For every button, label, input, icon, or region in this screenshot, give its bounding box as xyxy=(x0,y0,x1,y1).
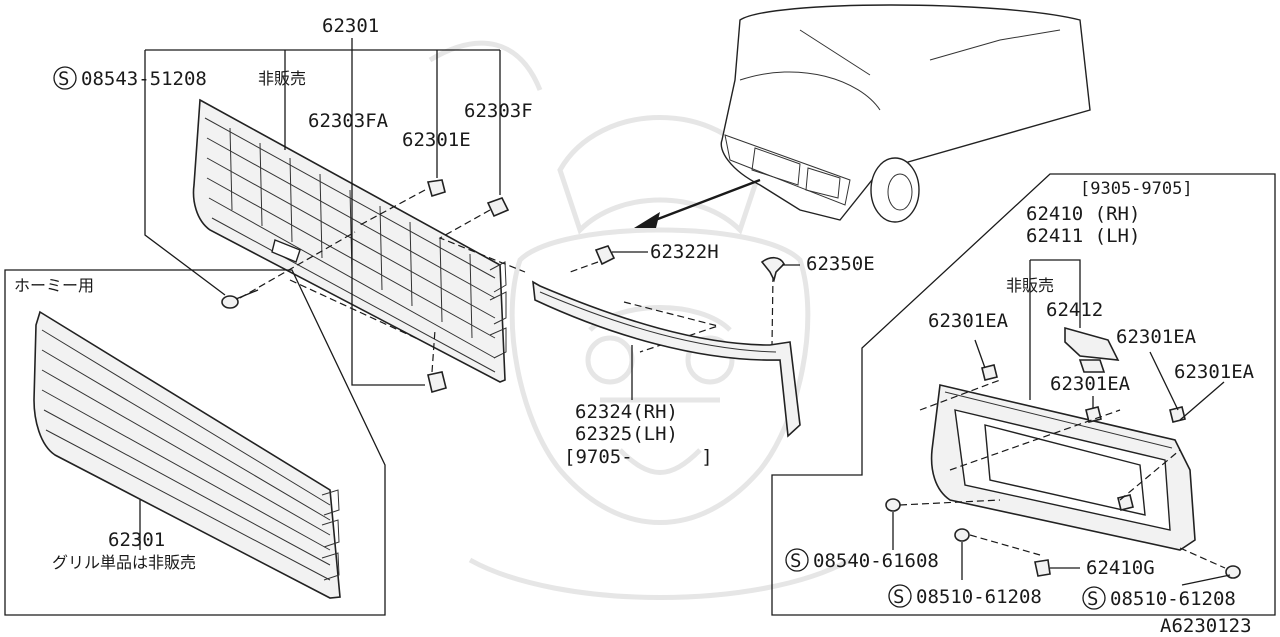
label-grille-main: 62301 xyxy=(322,15,379,37)
label-not-sold-top: 非販売 xyxy=(258,69,306,88)
svg-text:08540-61608: 08540-61608 xyxy=(813,550,939,572)
svg-text:S: S xyxy=(893,586,904,608)
label-lamp-rh: 62410 (RH) xyxy=(1026,203,1140,225)
headlamp-leaders xyxy=(892,259,1231,586)
bracket-62412-part xyxy=(1064,326,1120,361)
screw-61208a-label: S 08510-61208 xyxy=(888,584,1042,608)
clip-62350e-part xyxy=(760,256,785,283)
main-grille-leaders xyxy=(144,38,501,386)
screw-left-part xyxy=(221,289,259,309)
label-clip-e: 62301E xyxy=(402,129,471,151)
label-clip-f: 62303F xyxy=(464,100,533,122)
label-homey-part: 62301 xyxy=(108,529,165,551)
label-part-62412: 62412 xyxy=(1046,299,1103,321)
grille-molding xyxy=(532,280,801,438)
headlamp-inset xyxy=(771,173,1276,616)
alignment-dashes xyxy=(239,189,774,373)
grille-fasteners xyxy=(221,179,510,393)
van-illustration xyxy=(634,4,1091,228)
molding-leaders xyxy=(612,251,800,400)
arrow-head xyxy=(634,212,660,228)
main-grille xyxy=(192,98,507,383)
svg-text:S: S xyxy=(790,550,801,572)
label-clip-350e: 62350E xyxy=(806,253,875,275)
label-nut-410g: 62410G xyxy=(1086,557,1155,579)
label-molding-rh: 62324(RH) xyxy=(575,401,678,423)
label-lamp-lh: 62411 (LH) xyxy=(1026,225,1140,247)
label-clip-ea-1: 62301EA xyxy=(928,310,1009,332)
screw-symbol-icon xyxy=(1082,586,1106,610)
screw-left-label: S 08543-51208 xyxy=(53,66,207,90)
screw-symbol-icon xyxy=(53,66,77,90)
label-molding-date: [9705- ] xyxy=(564,446,713,468)
label-clip-ea-4: 62301EA xyxy=(1174,361,1255,383)
label-date-range-right: [9305-9705] xyxy=(1080,179,1193,199)
label-homey-title: ホーミー用 xyxy=(14,276,94,295)
molding-fasteners xyxy=(594,245,785,283)
label-homey-note: グリル単品は非販売 xyxy=(52,553,196,572)
homey-inset xyxy=(4,269,386,616)
svg-text:08543-51208: 08543-51208 xyxy=(81,68,207,90)
label-clip-fa: 62303FA xyxy=(308,110,389,132)
label-clip-ea-2: 62301EA xyxy=(1116,326,1197,348)
screw-61208b-label: S 08510-61208 xyxy=(1082,586,1236,610)
svg-text:08510-61208: 08510-61208 xyxy=(1110,588,1236,610)
svg-text:S: S xyxy=(1087,588,1098,610)
label-molding-lh: 62325(LH) xyxy=(575,423,678,445)
svg-text:08510-61208: 08510-61208 xyxy=(916,586,1042,608)
label-not-sold-right: 非販売 xyxy=(1006,276,1054,295)
clip-62301e-part xyxy=(426,179,446,198)
label-diagram-code: A6230123 xyxy=(1160,615,1252,637)
clip-62303f-part xyxy=(486,197,510,218)
label-clip-ea-3: 62301EA xyxy=(1050,373,1131,395)
clip-lower-part xyxy=(427,371,447,393)
screw-symbol-icon xyxy=(888,584,912,608)
nut-62322h-part xyxy=(594,245,616,266)
svg-text:S: S xyxy=(58,68,69,90)
screw-61608-label: S 08540-61608 xyxy=(785,548,939,572)
screw-symbol-icon xyxy=(785,548,809,572)
label-nut-322h: 62322H xyxy=(650,241,719,263)
